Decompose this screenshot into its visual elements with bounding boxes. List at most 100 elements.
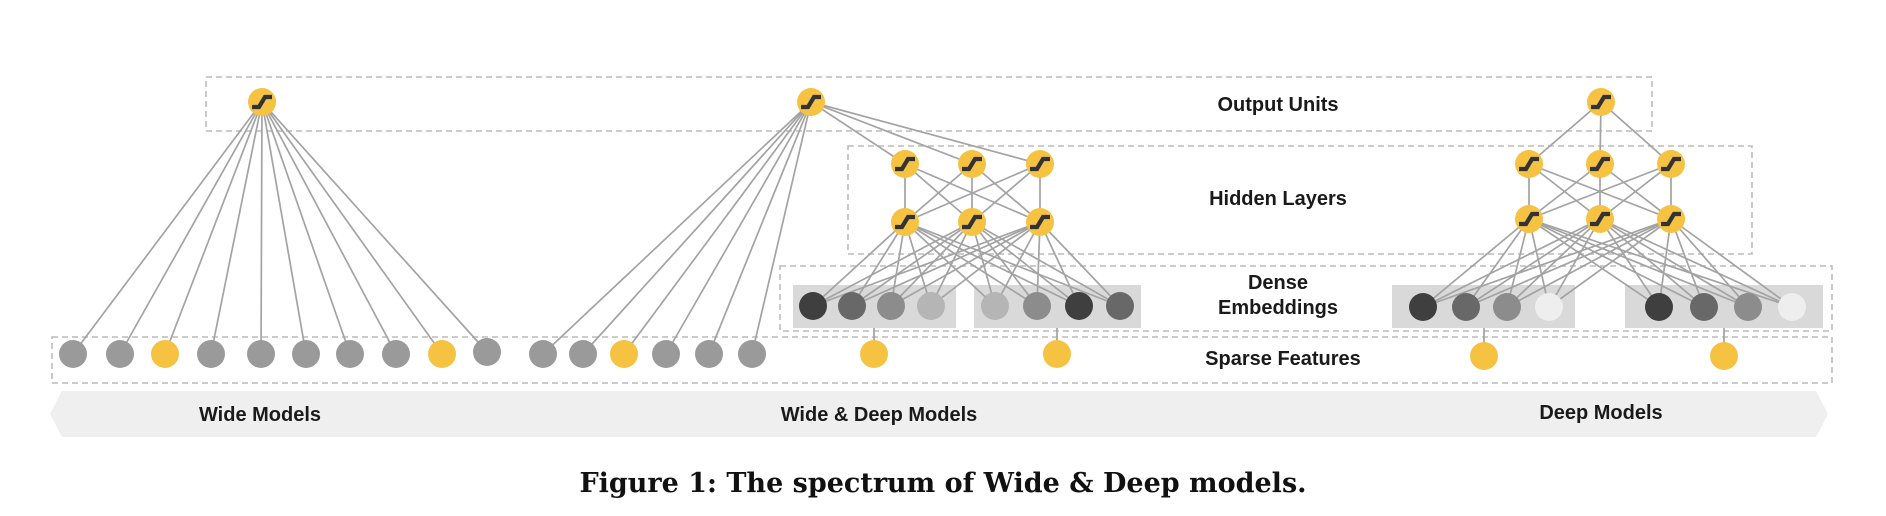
connection-edge [1600,101,1672,165]
connection-edge [904,221,1080,307]
sparse-features-box [51,336,1833,384]
connection-edge [1599,163,1672,220]
connection-edge [1422,218,1601,308]
label-embeddings: Embeddings [1218,297,1338,319]
connection-edge [1548,218,1601,308]
embedding-node [1734,293,1762,321]
connection-edge [1506,218,1601,308]
connection-edge [1599,218,1660,308]
connection-edge [1670,218,1793,308]
connection-edge [851,221,973,307]
sigmoid-unit-icon [1586,205,1614,233]
sigmoid-unit-icon [958,208,986,236]
sparse-feature-node [106,340,134,368]
sigmoid-unit-icon [1026,150,1054,178]
sigmoid-unit-icon [891,150,919,178]
connection-edge [812,221,1041,307]
label-dense: Dense [1248,272,1308,294]
connection-edge [261,101,307,355]
figure-caption: Figure 1: The spectrum of Wide & Deep mo… [579,468,1306,499]
sigmoid-unit-icon [797,88,825,116]
connection-edge [971,221,1080,307]
sparse-feature-node [529,340,557,368]
embedding-node [1778,293,1806,321]
connection-edge [1528,218,1793,308]
sparse-feature-node [59,340,87,368]
connection-edge [904,221,932,307]
connection-edge [890,221,1041,307]
embedding-node [1645,293,1673,321]
sigmoid-unit-icon [958,150,986,178]
connection-edge [1528,218,1749,308]
sparse-feature-node [151,340,179,368]
connection-edge [1422,218,1672,308]
embedding-node [1452,293,1480,321]
connection-edge [261,101,443,355]
label-hidden-layers: Hidden Layers [1209,188,1347,210]
connection-edge [904,221,1038,307]
connection-edge [1599,218,1749,308]
nodes [59,88,1806,370]
connection-edge [261,101,397,355]
sigmoid-unit-icon [1657,205,1685,233]
connection-edge [261,101,488,353]
dense-embeddings-box [779,265,1833,332]
sparse-feature-node [695,340,723,368]
connection-edge [851,221,1041,307]
connection-edge [1506,218,1530,308]
connection-edge [1036,221,1041,307]
connection-edge [665,101,812,355]
connection-edge [1528,163,1672,220]
connection-edge [260,101,263,355]
label-sparse-features: Sparse Features [1205,348,1361,370]
sparse-feature-node [428,340,456,368]
connection-edge [1465,218,1530,308]
connection-edge [1528,218,1705,308]
connection-edge [1658,218,1672,308]
connection-edge [971,221,1038,307]
connection-edge [1528,218,1550,308]
connection-edge [904,221,1121,307]
connection-edge [1422,218,1530,308]
connection-edge [261,101,351,355]
embedding-node [1023,292,1051,320]
sparse-feature-node [610,340,638,368]
connection-edge [119,101,263,355]
embedding-node [917,292,945,320]
sigmoid-unit-icon [891,208,919,236]
sigmoid-unit-icon [1657,150,1685,178]
connection-edge [890,221,973,307]
sparse-feature-node [197,340,225,368]
label-wide-deep-models: Wide & Deep Models [781,404,978,426]
connection-edge [1039,221,1080,307]
sparse-feature-node [1710,342,1738,370]
embedding-node [799,292,827,320]
connection-edge [708,101,812,355]
label-deep-models: Deep Models [1539,402,1662,424]
hidden-layers-box [847,145,1753,255]
connection-edge [751,101,812,355]
embedding-node [1065,292,1093,320]
embedding-node [838,292,866,320]
sigmoid-unit-icon [1026,208,1054,236]
connection-edge [971,221,996,307]
connection-edge [1670,218,1749,308]
embedding-node [1690,293,1718,321]
connection-edge [1465,218,1672,308]
connection-edge [1465,218,1601,308]
embedding-node [981,292,1009,320]
sparse-feature-node [1043,340,1071,368]
connection-edge [890,221,906,307]
embedding-node [1535,293,1563,321]
sigmoid-unit-icon [1515,205,1543,233]
connection-edge [1528,163,1601,220]
sparse-feature-node [336,340,364,368]
connection-edge [1506,218,1672,308]
connection-edge [1670,218,1705,308]
sigmoid-unit-icon [1515,150,1543,178]
model-spectrum-band [50,391,1828,437]
label-output-units: Output Units [1217,94,1338,116]
connection-edge [1599,218,1705,308]
sparse-feature-node [652,340,680,368]
